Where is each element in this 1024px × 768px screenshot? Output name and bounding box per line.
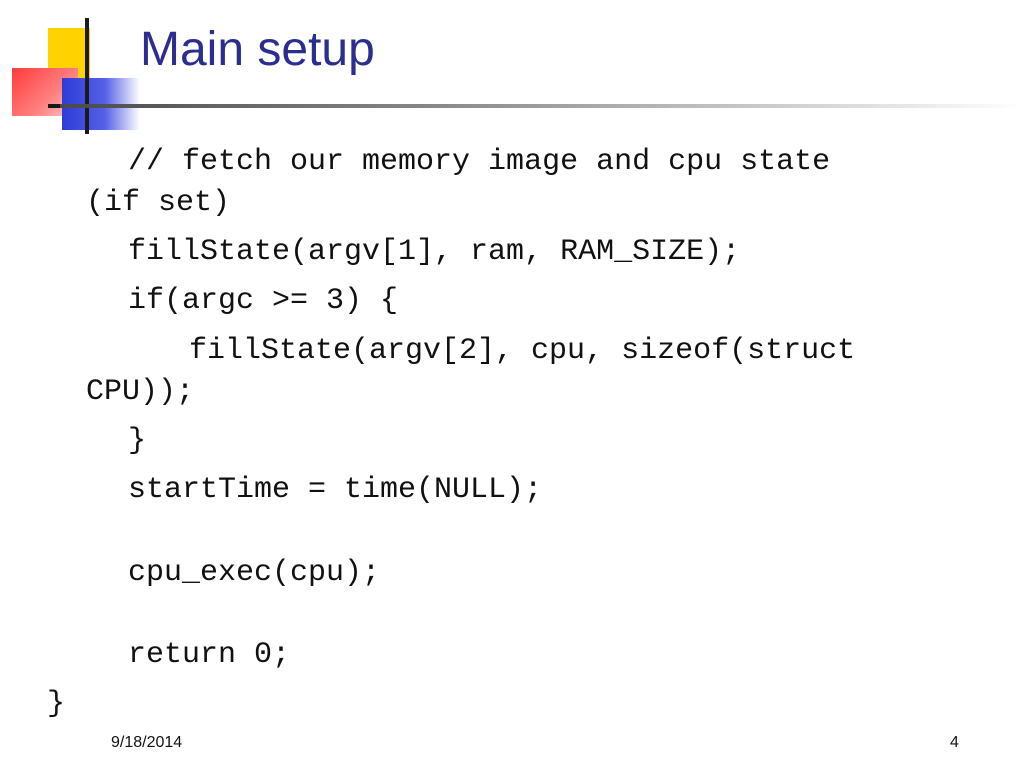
code-line: } [128, 424, 147, 458]
code-line: // fetch our memory image and cpu state [128, 145, 831, 179]
code-line: return 0; [128, 638, 291, 672]
title-underline [60, 104, 1024, 108]
code-line: if(argc >= 3) { [128, 284, 399, 318]
code-line: cpu_exec(cpu); [128, 556, 381, 590]
code-line: } [47, 687, 66, 721]
footer-page-number: 4 [950, 734, 959, 751]
code-line: fillState(argv[2], cpu, sizeof(struct [189, 334, 856, 368]
logo-vertical-line [85, 18, 89, 134]
slide-title: Main setup [140, 23, 375, 76]
code-line: fillState(argv[1], ram, RAM_SIZE); [128, 235, 741, 269]
footer-date: 9/18/2014 [111, 734, 183, 751]
code-line: CPU)); [86, 375, 195, 409]
code-line: startTime = time(NULL); [128, 473, 543, 507]
code-line: (if set) [86, 186, 231, 220]
